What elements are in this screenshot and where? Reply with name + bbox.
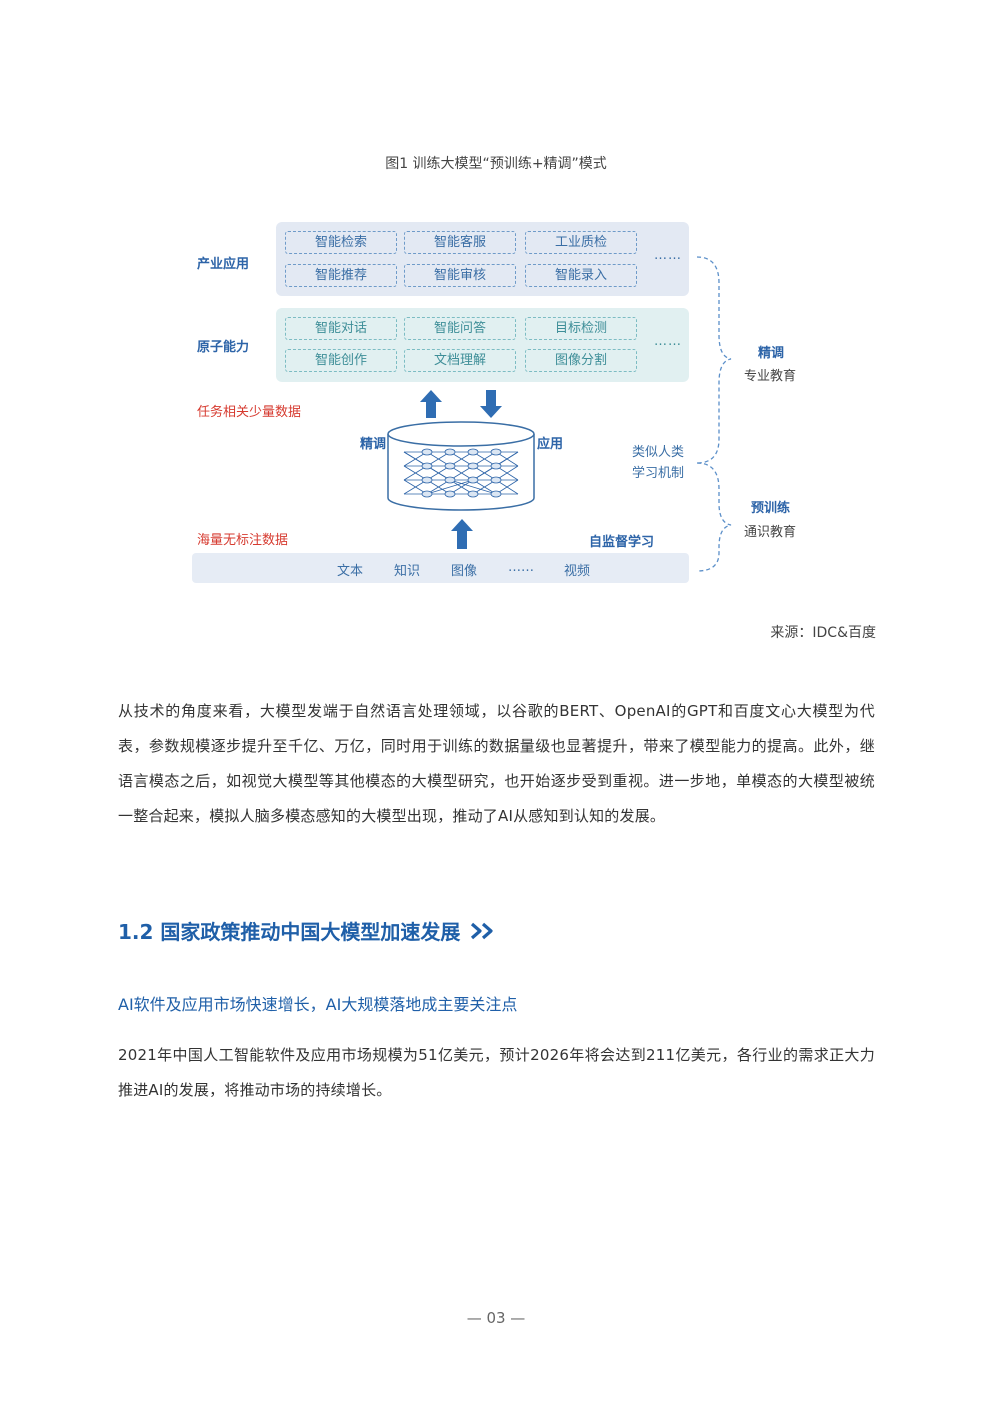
pretrain-arrow-icon xyxy=(451,519,473,549)
atom-panel: 智能对话 智能问答 目标检测 智能创作 文档理解 图像分割 …… xyxy=(276,308,689,382)
industry-cell: 智能检索 xyxy=(285,231,397,254)
section-title-text: 1.2 国家政策推动中国大模型加速发展 xyxy=(118,920,461,944)
finetune-right-title: 精调 xyxy=(758,346,785,361)
atom-cell: 智能对话 xyxy=(285,317,397,340)
body-paragraph: 从技术的角度来看，大模型发端于自然语言处理领域，以谷歌的BERT、OpenAI的… xyxy=(118,702,875,825)
data-item: 文本 xyxy=(337,564,364,579)
finetune-arrows-icon xyxy=(420,390,502,418)
atom-cell: 智能问答 xyxy=(404,317,516,340)
figure-source: 来源：IDC&百度 xyxy=(770,625,876,641)
atom-cell: 智能创作 xyxy=(285,349,397,372)
atom-cell: 文档理解 xyxy=(404,349,516,372)
double-chevron-right-icon xyxy=(471,922,494,939)
apply-side-label: 应用 xyxy=(537,437,564,452)
model-cylinder-icon xyxy=(387,421,535,511)
data-item: 视频 xyxy=(564,564,591,579)
page-number: — 03 — xyxy=(466,1309,526,1327)
atom-cell: 目标检测 xyxy=(525,317,637,340)
section-heading: 1.2 国家政策推动中国大模型加速发展 xyxy=(118,916,496,945)
finetune-right-sub: 专业教育 xyxy=(744,369,797,384)
data-source-bar: 文本 知识 图像 …… 视频 xyxy=(192,553,689,583)
industry-panel: 智能检索 智能客服 工业质检 智能推荐 智能审核 智能录入 …… xyxy=(276,222,689,296)
pretrain-right-title: 预训练 xyxy=(751,501,791,516)
task-data-label: 任务相关少量数据 xyxy=(197,405,302,420)
industry-cell: 智能录入 xyxy=(525,264,637,287)
body-paragraph: 2021年中国人工智能软件及应用市场规模为51亿美元，预计2026年将会达到21… xyxy=(118,1046,875,1099)
industry-label: 产业应用 xyxy=(197,257,250,272)
pretrain-right-sub: 通识教育 xyxy=(744,525,797,540)
industry-cell: 智能审核 xyxy=(404,264,516,287)
subheading: AI软件及应用市场快速增长，AI大规模落地成主要关注点 xyxy=(118,995,518,1014)
industry-ellipsis: …… xyxy=(654,248,682,263)
massive-data-label: 海量无标注数据 xyxy=(197,533,289,548)
figure-caption: 图1 训练大模型“预训练+精调”模式 xyxy=(385,156,607,172)
data-item: 图像 xyxy=(451,564,478,579)
industry-cell: 工业质检 xyxy=(525,231,637,254)
self-supervised-label: 自监督学习 xyxy=(589,535,655,550)
industry-cell: 智能推荐 xyxy=(285,264,397,287)
atom-label: 原子能力 xyxy=(197,340,250,355)
data-item: …… xyxy=(508,560,534,575)
atom-cell: 图像分割 xyxy=(525,349,637,372)
right-brace-icon xyxy=(696,256,732,572)
finetune-side-label: 精调 xyxy=(360,437,387,452)
industry-cell: 智能客服 xyxy=(404,231,516,254)
data-item: 知识 xyxy=(394,564,421,579)
atom-ellipsis: …… xyxy=(654,334,682,349)
human-like-label: 类似人类 学习机制 xyxy=(632,445,685,481)
